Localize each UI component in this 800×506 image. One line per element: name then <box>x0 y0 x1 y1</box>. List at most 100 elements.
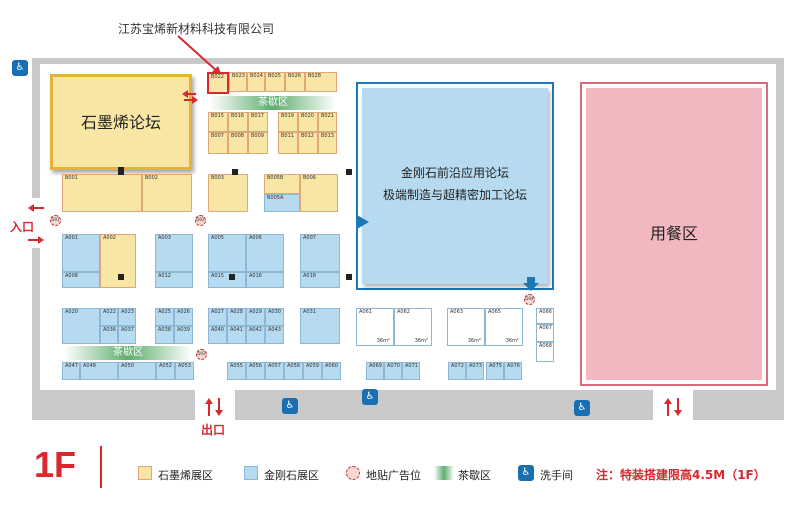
floor-ad-D02[interactable]: D02 <box>195 215 206 226</box>
booth-A042[interactable]: A042 <box>246 326 265 344</box>
booth-A016[interactable]: A016 <box>246 272 284 288</box>
entrance-gap <box>28 198 42 248</box>
booth-A059[interactable]: A059 <box>303 362 322 380</box>
booth-B001[interactable]: B001 <box>62 174 142 212</box>
booth-A055[interactable]: A055 <box>227 362 246 380</box>
booth-A066[interactable]: A066 <box>536 308 554 324</box>
booth-B022[interactable]: B022 <box>207 72 229 94</box>
forum-entry-arrow <box>357 215 369 229</box>
booth-B021[interactable]: B021 <box>318 112 337 132</box>
forum-entry-arrow-down <box>523 277 539 291</box>
booth-A036[interactable]: A036 <box>100 326 118 344</box>
booth-A030[interactable]: A030 <box>265 308 284 326</box>
booth-A012[interactable]: A012 <box>155 272 193 288</box>
restroom-icon: ♿ <box>574 400 590 416</box>
booth-A056[interactable]: A056 <box>246 362 265 380</box>
booth-A023[interactable]: A023 <box>118 308 136 326</box>
booth-A069[interactable]: A069 <box>366 362 384 380</box>
booth-A050[interactable]: A050 <box>118 362 156 380</box>
booth-B028[interactable]: B028 <box>305 72 337 92</box>
booth-A048[interactable]: A048 <box>80 362 118 380</box>
booth-B012[interactable]: B012 <box>298 132 318 154</box>
booth-A022[interactable]: A022 <box>100 308 118 326</box>
booth-B008[interactable]: B008 <box>228 132 248 154</box>
booth-A043[interactable]: A043 <box>265 326 284 344</box>
booth-B025[interactable]: B025 <box>265 72 285 92</box>
booth-A057[interactable]: A057 <box>265 362 284 380</box>
diamond-forum-label-line1: 金刚石前沿应用论坛 <box>400 166 509 180</box>
graphene-forum-label: 石墨烯论坛 <box>80 113 161 132</box>
booth-B015[interactable]: B015 <box>208 112 228 132</box>
booth-A002[interactable]: A002 <box>100 234 136 288</box>
booth-A040[interactable]: A040 <box>208 326 227 344</box>
tea-break-area-bottom: 茶歇区 <box>64 346 192 360</box>
booth-B002[interactable]: B002 <box>142 174 192 212</box>
booth-A067[interactable]: A067 <box>536 324 554 342</box>
floor-ad-D03[interactable]: D03 <box>196 349 207 360</box>
booth-A027[interactable]: A027 <box>208 308 227 326</box>
floor-ad-D04[interactable]: D04 <box>524 294 535 305</box>
booth-B005A[interactable]: B005A <box>264 194 300 212</box>
booth-A026[interactable]: A026 <box>174 308 193 326</box>
pillar <box>229 274 235 280</box>
booth-A001[interactable]: A001 <box>62 234 100 272</box>
booth-B023[interactable]: B023 <box>229 72 247 92</box>
booth-A015[interactable]: A015 <box>208 272 246 288</box>
floor-ad-D01[interactable]: D01 <box>50 215 61 226</box>
booth-A041[interactable]: A041 <box>227 326 246 344</box>
booth-A007[interactable]: A007 <box>300 234 340 272</box>
tea-break-area-top: 茶歇区 <box>210 96 336 110</box>
booth-B026[interactable]: B026 <box>285 72 305 92</box>
booth-A025[interactable]: A025 <box>155 308 174 326</box>
booth-A008[interactable]: A008 <box>62 272 100 288</box>
booth-B007[interactable]: B007 <box>208 132 228 154</box>
booth-A070[interactable]: A070 <box>384 362 402 380</box>
booth-A060[interactable]: A060 <box>322 362 341 380</box>
entrance-arrow-in <box>28 204 44 212</box>
diamond-forum-label-line2: 极端制造与超精密加工论坛 <box>382 188 527 202</box>
booth-B003[interactable]: B003 <box>208 174 248 212</box>
legend-floor-ad: 地贴广告位 <box>366 469 421 482</box>
booth-A005[interactable]: A005 <box>208 234 246 272</box>
exit-gap <box>195 388 235 424</box>
booth-A047[interactable]: A047 <box>62 362 80 380</box>
booth-B020[interactable]: B020 <box>298 112 318 132</box>
booth-A003[interactable]: A003 <box>155 234 193 272</box>
booth-A068[interactable]: A068 <box>536 342 554 362</box>
pillar <box>346 274 352 280</box>
booth-A076[interactable]: A076 <box>504 362 522 380</box>
booth-B024[interactable]: B024 <box>247 72 265 92</box>
booth-B013[interactable]: B013 <box>318 132 337 154</box>
booth-A031[interactable]: A031 <box>300 308 340 344</box>
booth-A028[interactable]: A028 <box>227 308 246 326</box>
booth-A006[interactable]: A006 <box>246 234 284 272</box>
booth-A020[interactable]: A020 <box>62 308 100 344</box>
booth-A038[interactable]: A038 <box>155 326 174 344</box>
floor-label: 1F <box>34 444 77 485</box>
booth-B006[interactable]: B006 <box>300 174 338 212</box>
booth-A029[interactable]: A029 <box>246 308 265 326</box>
booth-B009[interactable]: B009 <box>248 132 268 154</box>
booth-A039[interactable]: A039 <box>174 326 193 344</box>
booth-A075[interactable]: A075 <box>486 362 504 380</box>
booth-A072[interactable]: A072 <box>448 362 466 380</box>
booth-A073[interactable]: A073 <box>466 362 484 380</box>
pillar <box>232 169 238 175</box>
booth-B005B[interactable]: B005B <box>264 174 300 194</box>
booth-B016[interactable]: B016 <box>228 112 248 132</box>
booth-A053[interactable]: A053 <box>175 362 194 380</box>
booth-A052[interactable]: A052 <box>156 362 175 380</box>
booth-A037[interactable]: A037 <box>118 326 136 344</box>
booth-A058[interactable]: A058 <box>284 362 303 380</box>
legend-restroom: 洗手间 <box>540 469 573 482</box>
booth-B019[interactable]: B019 <box>278 112 298 132</box>
booth-A018[interactable]: A018 <box>300 272 340 288</box>
pillar <box>118 169 124 175</box>
booth-B011[interactable]: B011 <box>278 132 298 154</box>
booth-B017[interactable]: B017 <box>248 112 268 132</box>
booth-A071[interactable]: A071 <box>402 362 420 380</box>
